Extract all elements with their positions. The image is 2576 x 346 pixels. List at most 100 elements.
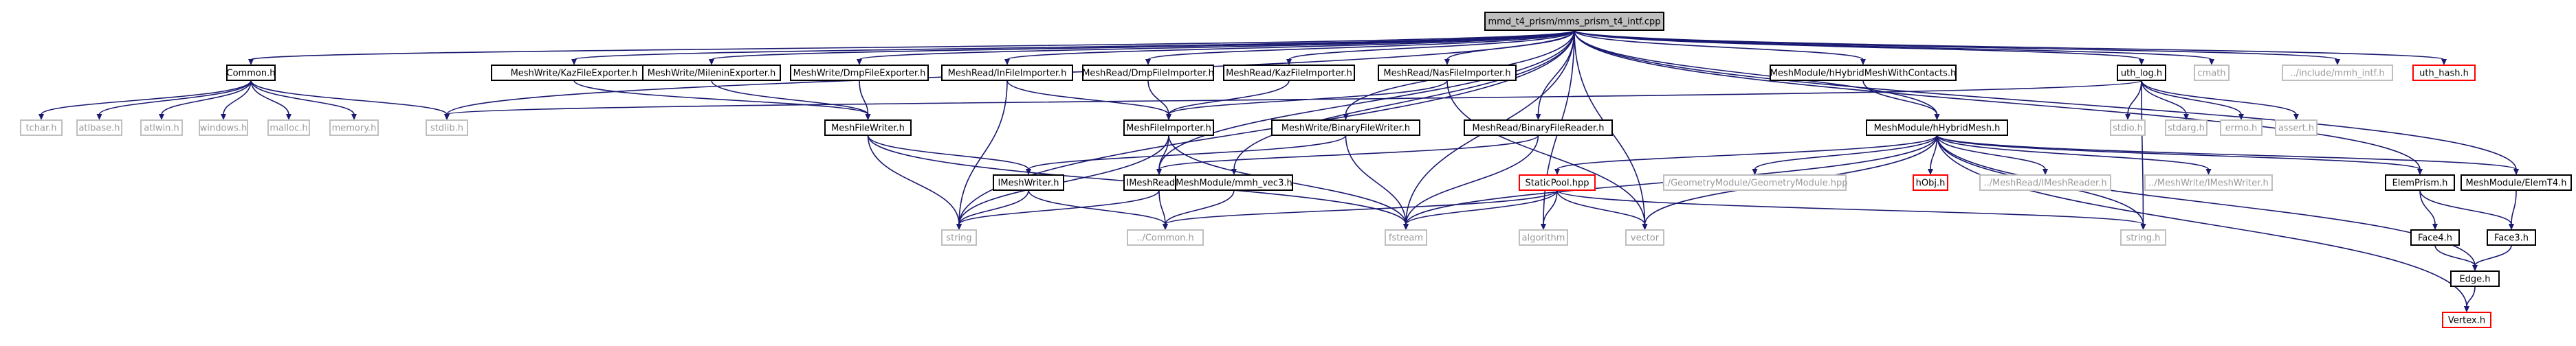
node-dmp_exp[interactable]: MeshWrite/DmpFileExporter.h (790, 65, 929, 81)
node-dmp_imp[interactable]: MeshRead/DmpFileImporter.h (1082, 65, 1214, 81)
edge-arrowhead (1541, 224, 1546, 230)
node-hhm[interactable]: MeshModule/hHybridMesh.h (1866, 119, 2008, 136)
edge-arrowhead (2472, 265, 2478, 271)
node-box (2442, 312, 2491, 328)
node-nas_imp[interactable]: MeshRead/NasFileImporter.h (1378, 65, 1517, 81)
node-label: MeshFileImporter.h (1126, 124, 1211, 134)
node-box (226, 65, 276, 81)
dependency-edge (1158, 189, 1166, 225)
node-box (2410, 229, 2460, 246)
node-face3[interactable]: Face3.h (2487, 229, 2536, 246)
node-vec3[interactable]: MeshModule/mmh_vec3.h (1175, 174, 1293, 191)
dependency-edge (1862, 80, 1938, 115)
dependency-edge (1446, 80, 1646, 225)
node-box (2110, 119, 2146, 136)
node-imw[interactable]: IMeshWriter.h (993, 174, 1064, 191)
edge-arrowhead (2513, 169, 2519, 175)
node-eprism[interactable]: ElemPrism.h (2385, 174, 2455, 191)
edge-arrowhead (571, 59, 577, 65)
node-malloc: malloc.h (267, 119, 310, 136)
dependency-edge (1168, 80, 1290, 115)
node-label: MeshModule/hHybridMeshWithContacts.h (1770, 69, 1957, 79)
dependency-edge (2466, 286, 2476, 308)
dependency-edge (1147, 30, 1575, 60)
edge-arrowhead (2335, 59, 2340, 65)
edge-arrowhead (1026, 169, 1031, 175)
node-label: MeshModule/hHybridMesh.h (1874, 124, 2001, 134)
node-label: ../Common.h (1136, 233, 1194, 244)
dependency-edge (867, 135, 960, 225)
edge-arrowhead (2125, 114, 2131, 120)
node-atlwin: atlwin.h (140, 119, 183, 136)
edge-arrowhead (2139, 59, 2144, 65)
dependency-edge (859, 30, 1575, 60)
node-box (2275, 119, 2318, 136)
node-hybcont[interactable]: MeshModule/hHybridMeshWithContacts.h (1770, 65, 1957, 81)
node-kaz_imp[interactable]: MeshRead/KazFileImporter.h (1223, 65, 1355, 81)
node-face4[interactable]: Face4.h (2410, 229, 2460, 246)
node-kaz_exp[interactable]: MeshWrite/KazFileExporter.h (491, 65, 657, 81)
edge-arrowhead (2140, 224, 2146, 230)
edge-arrowhead (248, 59, 254, 65)
node-assert: assert.h (2275, 119, 2318, 136)
node-label: hObj.h (1916, 178, 1946, 189)
node-box (1123, 119, 1214, 136)
node-tchar: tchar.h (20, 119, 63, 136)
node-edge[interactable]: Edge.h (2450, 270, 2500, 287)
node-label: ../include/mmh_intf.h (2290, 69, 2384, 79)
dependency-edge (1405, 189, 1558, 225)
node-common[interactable]: Common.h (226, 65, 276, 81)
node-label: stdio.h (2113, 124, 2143, 134)
node-label: windows.h (200, 124, 247, 134)
dependency-edge (446, 80, 2142, 115)
node-bfr[interactable]: MeshRead/BinaryFileReader.h (1464, 119, 1613, 136)
node-box (2450, 270, 2500, 287)
edge-arrowhead (1286, 59, 1292, 65)
edge-arrowhead (1004, 59, 1010, 65)
node-label: StaticPool.hpp (1526, 178, 1589, 189)
node-uth_log[interactable]: uth_log.h (2117, 65, 2166, 81)
node-stdio: stdio.h (2110, 119, 2146, 136)
edge-arrowhead (2417, 169, 2423, 175)
node-mil_exp[interactable]: MeshWrite/MileninExporter.h (642, 65, 781, 81)
node-et4[interactable]: MeshModule/ElemT4.h (2461, 174, 2572, 191)
node-label: malloc.h (269, 124, 307, 134)
node-stdarg: stdarg.h (2165, 119, 2208, 136)
edge-arrowhead (2043, 169, 2048, 175)
dependency-edge (1158, 30, 1575, 170)
node-windows: windows.h (199, 119, 248, 136)
edge-arrowhead (1642, 224, 1648, 230)
node-label: MeshWrite/KazFileExporter.h (511, 69, 638, 79)
node-box (1625, 229, 1664, 246)
node-label: atlbase.h (78, 124, 120, 134)
edge-arrowhead (1934, 114, 1940, 120)
edge-arrowhead (159, 114, 164, 120)
node-box (1464, 119, 1613, 136)
node-label: assert.h (2278, 124, 2314, 134)
node-mfw[interactable]: MeshFileWriter.h (824, 119, 912, 136)
node-box (267, 119, 310, 136)
edge-arrowhead (1860, 59, 1866, 65)
node-inf_imp[interactable]: MeshRead/InFileImporter.h (941, 65, 1073, 81)
node-label: ../GeometryModule/GeometryModule.hpp (1662, 178, 1847, 189)
node-memory: memory.h (329, 119, 379, 136)
node-label: MeshWrite/BinaryFileWriter.h (1281, 124, 1410, 134)
edge-arrowhead (1928, 169, 1933, 175)
dependency-edge (1288, 30, 1575, 60)
dependency-edge (1936, 135, 2467, 308)
edge-arrowhead (956, 224, 962, 230)
dependency-edge (1936, 135, 2517, 170)
node-label: Face4.h (2418, 233, 2452, 244)
dependency-edge (2434, 244, 2476, 266)
node-label: IMeshWriter.h (998, 178, 1059, 189)
node-bfw[interactable]: MeshWrite/BinaryFileWriter.h (1271, 119, 1420, 136)
node-label: MeshModule/mmh_vec3.h (1176, 178, 1292, 189)
node-label: ../MeshWrite/IMeshWriter.h (2148, 178, 2268, 189)
node-mfi[interactable]: MeshFileImporter.h (1123, 119, 1214, 136)
dependency-edge (1028, 135, 1347, 170)
node-box (2194, 65, 2230, 81)
edge-arrowhead (1156, 169, 1162, 175)
dependency-edge (2141, 80, 2187, 115)
node-vector: vector (1625, 229, 1664, 246)
node-root: mmd_t4_prism/mms_prism_t4_intf.cpp (1484, 12, 1664, 31)
